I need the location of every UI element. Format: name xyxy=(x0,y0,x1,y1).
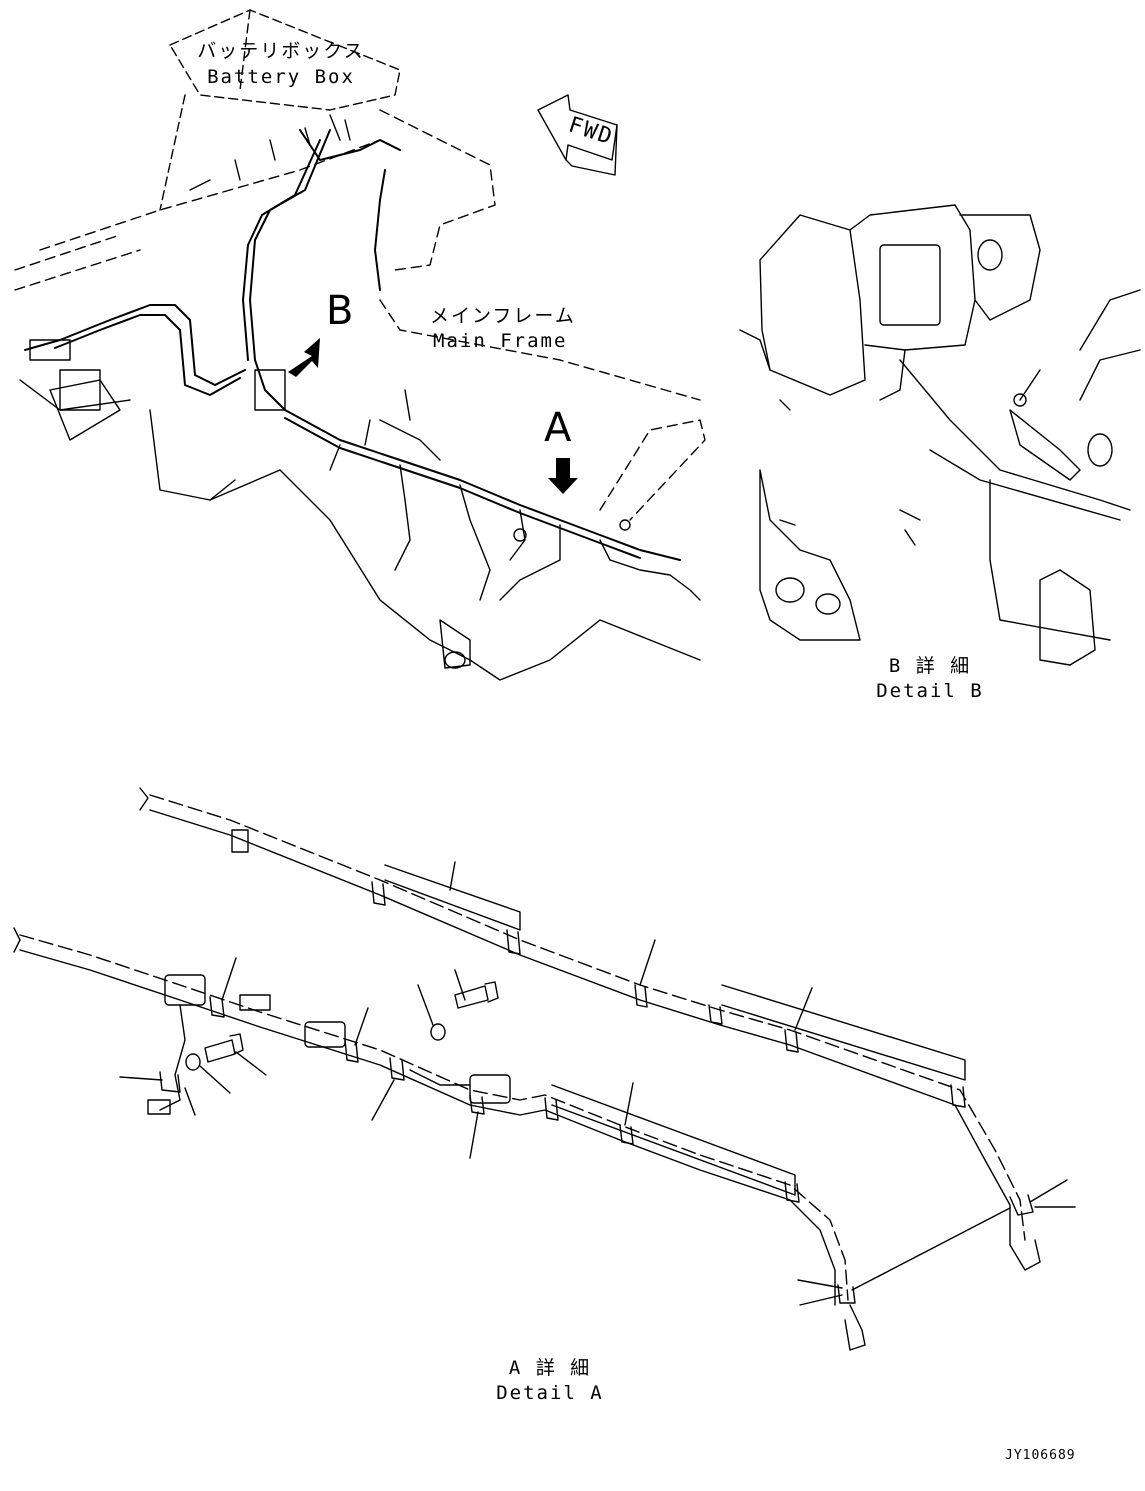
main-frame-label-jp: メインフレーム xyxy=(430,305,576,327)
sleeve-3 xyxy=(551,1084,796,1196)
marker-b: B xyxy=(326,288,354,334)
detail-a-view xyxy=(13,787,1076,1351)
upper-harness xyxy=(149,794,1026,1241)
frame-outline xyxy=(379,109,496,271)
clamps xyxy=(159,881,1034,1304)
sleeve-1 xyxy=(384,864,521,931)
arrow-a-icon xyxy=(548,458,578,494)
main-frame-view xyxy=(14,9,706,681)
arrow-b-icon xyxy=(288,338,320,377)
harness-left-branch xyxy=(24,304,246,386)
detail-a-title-jp: A 詳 細 xyxy=(508,1357,592,1379)
battery-box-label-en: Battery Box xyxy=(207,66,355,88)
lower-harness xyxy=(19,934,849,1301)
detail-a-title-en: Detail A xyxy=(496,1382,604,1404)
detail-b-title-en: Detail B xyxy=(876,680,984,702)
battery-box-label-jp: バッテリボックス xyxy=(197,40,365,62)
marker-a: A xyxy=(544,405,572,451)
sleeve-2 xyxy=(721,984,966,1081)
harness-rear-run xyxy=(284,409,681,561)
detail-b-title-jp: B 詳 細 xyxy=(888,655,972,677)
detail-b-view xyxy=(739,204,1141,666)
drawing-code: JY106689 xyxy=(1005,1448,1076,1463)
bolt-1 xyxy=(430,981,499,1041)
harness-main xyxy=(249,129,331,411)
bolt-2 xyxy=(185,1033,244,1071)
main-frame-label-en: Main Frame xyxy=(433,330,568,352)
fwd-arrow-icon xyxy=(537,94,618,176)
